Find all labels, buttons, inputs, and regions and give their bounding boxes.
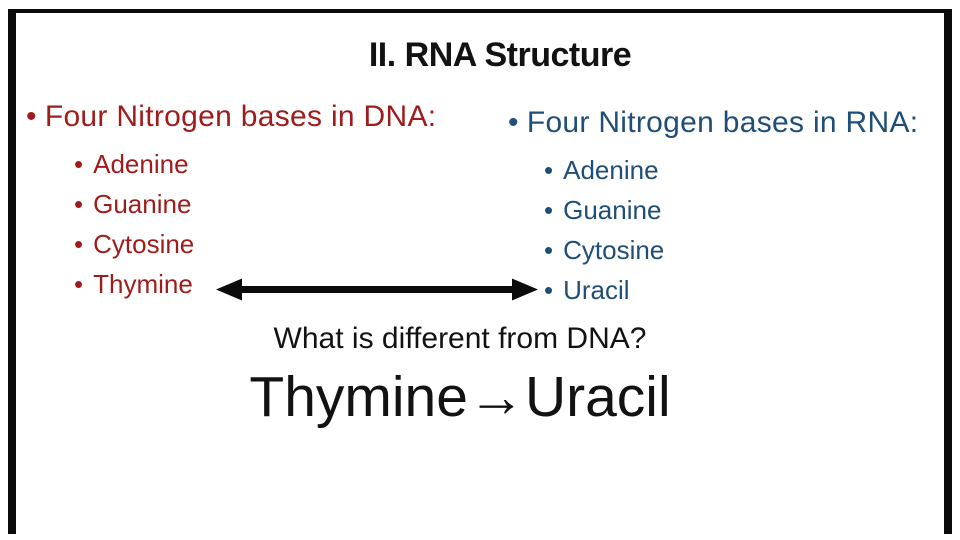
question-text: What is different from DNA? — [273, 322, 647, 355]
slide-title: II. RNA Structure — [368, 36, 632, 74]
bullet-icon: • — [544, 235, 554, 265]
bullet-icon: • — [74, 229, 84, 259]
bullet-icon: • — [74, 149, 84, 179]
base-name: Cytosine — [563, 235, 665, 265]
base-name: Uracil — [563, 275, 630, 305]
list-item: • Thymine — [74, 264, 436, 304]
rna-bases-list: • Adenine • Guanine • Cytosine • Uracil — [544, 150, 918, 310]
double-headed-arrow-icon — [216, 278, 538, 301]
base-name: Adenine — [93, 149, 189, 179]
rna-column-heading: •Four Nitrogen bases in RNA: — [508, 106, 918, 140]
base-name: Guanine — [93, 189, 192, 219]
bullet-icon: • — [544, 155, 554, 185]
bullet-icon: • — [26, 100, 37, 133]
dna-heading-label: Four Nitrogen bases in DNA: — [44, 100, 437, 133]
list-item: • Adenine — [74, 144, 436, 184]
list-item: • Cytosine — [74, 224, 436, 264]
rna-bases-column: •Four Nitrogen bases in RNA: •Adenine •G… — [508, 106, 918, 310]
rna-heading-label: Four Nitrogen bases in RNA: — [526, 106, 919, 139]
base-name: Adenine — [563, 155, 659, 185]
bullet-icon: • — [74, 269, 84, 299]
list-item: • Adenine — [544, 150, 918, 190]
dna-bases-list: • Adenine • Guanine • Cytosine • Thymine — [74, 144, 436, 304]
bullet-icon: • — [74, 189, 84, 219]
list-item: • Guanine — [544, 190, 918, 230]
base-name: Thymine — [93, 269, 193, 299]
bullet-icon: • — [544, 275, 554, 305]
base-name: Guanine — [563, 195, 662, 225]
bullet-icon: • — [544, 195, 554, 225]
dna-bases-column: •Four Nitrogen bases in DNA: •Adenine •G… — [26, 100, 436, 304]
dna-column-heading: •Four Nitrogen bases in DNA: — [26, 100, 436, 134]
list-item: • Uracil — [544, 270, 918, 310]
list-item: • Guanine — [74, 184, 436, 224]
list-item: • Cytosine — [544, 230, 918, 270]
bullet-icon: • — [508, 106, 519, 139]
answer-text: Thymine→Uracil — [249, 365, 671, 429]
base-name: Cytosine — [93, 229, 195, 259]
